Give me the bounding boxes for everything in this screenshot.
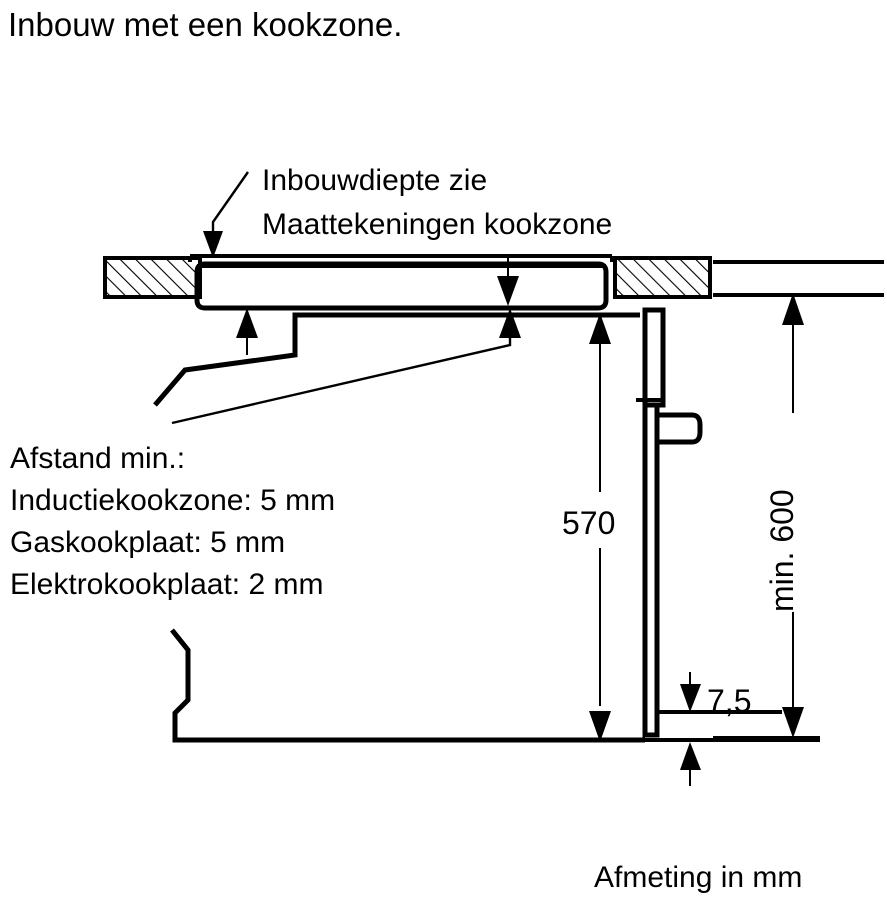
footer-unit-note: Afmeting in mm bbox=[594, 861, 802, 894]
worktop-left-hatched bbox=[103, 256, 202, 299]
dimension-570-label: 570 bbox=[562, 505, 615, 541]
dimension-7-5-label: 7,5 bbox=[707, 683, 751, 719]
page-title: Inbouw met een kookzone. bbox=[8, 6, 402, 43]
dimension-570: 570 bbox=[562, 313, 615, 742]
dimension-7-5: 7,5 bbox=[645, 672, 820, 786]
install-depth-label-line1: Inbouwdiepte zie bbox=[262, 164, 487, 197]
worktop-right-hatched bbox=[613, 256, 712, 299]
oven-door-front bbox=[636, 307, 666, 738]
install-depth-label-line2: Maattekeningen kookzone bbox=[262, 208, 612, 241]
clearance-arrow-left bbox=[236, 308, 258, 355]
clearance-heading: Afstand min.: bbox=[10, 442, 185, 475]
dimension-min-600-label: min. 600 bbox=[764, 489, 800, 612]
cooktop-underside-arrow-down bbox=[497, 258, 519, 306]
clearance-item-gas: Gaskookplaat: 5 mm bbox=[10, 526, 285, 559]
clearance-arrow-right bbox=[499, 308, 521, 345]
cooktop-body bbox=[188, 254, 614, 311]
install-depth-leader-arrowhead bbox=[203, 231, 223, 258]
oven-door-handle bbox=[654, 412, 703, 445]
clearance-item-induction: Inductiekookzone: 5 mm bbox=[10, 484, 335, 517]
install-depth-leader-line bbox=[203, 171, 249, 258]
clearance-item-electric: Elektrokookplaat: 2 mm bbox=[10, 568, 323, 601]
oven-body-outline bbox=[170, 628, 645, 743]
